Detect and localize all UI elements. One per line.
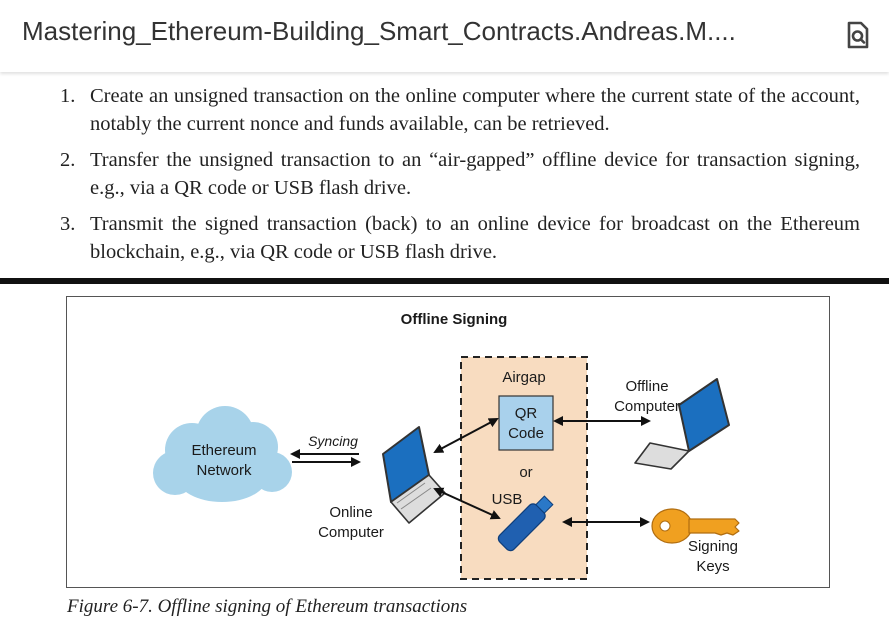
airgap-label: Airgap	[502, 369, 545, 386]
qr-label-line2: Code	[508, 425, 544, 442]
page-divider	[0, 278, 889, 284]
network-label-line2: Network	[196, 462, 252, 479]
usb-drive-icon	[497, 495, 554, 552]
step-text: Transfer the unsigned transaction to an …	[90, 149, 860, 199]
usb-transfer-arrow	[433, 487, 501, 520]
syncing-label: Syncing	[308, 433, 358, 449]
network-label-line1: Ethereum	[191, 442, 256, 459]
qr-label-line1: QR	[515, 405, 538, 422]
offline-laptop-icon	[634, 378, 730, 470]
search-in-document-button[interactable]	[838, 16, 876, 54]
cloud-icon	[153, 406, 292, 502]
list-item: 1. Create an unsigned transaction on the …	[60, 82, 860, 138]
key-icon	[651, 508, 740, 544]
step-text: Create an unsigned transaction on the on…	[90, 85, 860, 135]
figure-caption: Figure 6-7. Offline signing of Ethereum …	[67, 596, 468, 617]
step-number: 3.	[60, 213, 76, 235]
qr-code-box	[498, 395, 554, 451]
keys-label-line2: Keys	[696, 558, 729, 575]
page-text: 1. Create an unsigned transaction on the …	[0, 74, 889, 274]
list-item: 2. Transfer the unsigned transaction to a…	[60, 146, 860, 202]
step-number: 2.	[60, 149, 76, 171]
search-in-document-icon	[847, 21, 869, 49]
usb-label: USB	[492, 491, 523, 508]
online-laptop-icon	[382, 426, 446, 524]
offline-signing-diagram: Offline Signing Airgap QR Code or USB Et…	[153, 311, 740, 580]
keys-label-line1: Signing	[688, 538, 738, 555]
step-text: Transmit the signed transaction (back) t…	[90, 213, 860, 263]
step-number: 1.	[60, 85, 76, 107]
offline-label-line1: Offline	[625, 378, 668, 395]
offline-label-line2: Computer	[614, 398, 680, 415]
airgap-box	[460, 356, 588, 580]
figure-diagram: Offline Signing Airgap QR Code or USB Et…	[66, 296, 830, 588]
document-title: Mastering_Ethereum-Building_Smart_Contra…	[22, 16, 736, 46]
or-label: or	[519, 464, 532, 481]
online-label-line2: Computer	[318, 524, 384, 541]
online-label-line1: Online	[329, 504, 372, 521]
qr-transfer-arrow	[433, 418, 499, 453]
app-bar: Mastering_Ethereum-Building_Smart_Contra…	[0, 0, 889, 72]
steps-list: 1. Create an unsigned transaction on the …	[60, 82, 860, 274]
figure-title: Offline Signing	[401, 311, 508, 328]
list-item: 3. Transmit the signed transaction (back)…	[60, 210, 860, 266]
